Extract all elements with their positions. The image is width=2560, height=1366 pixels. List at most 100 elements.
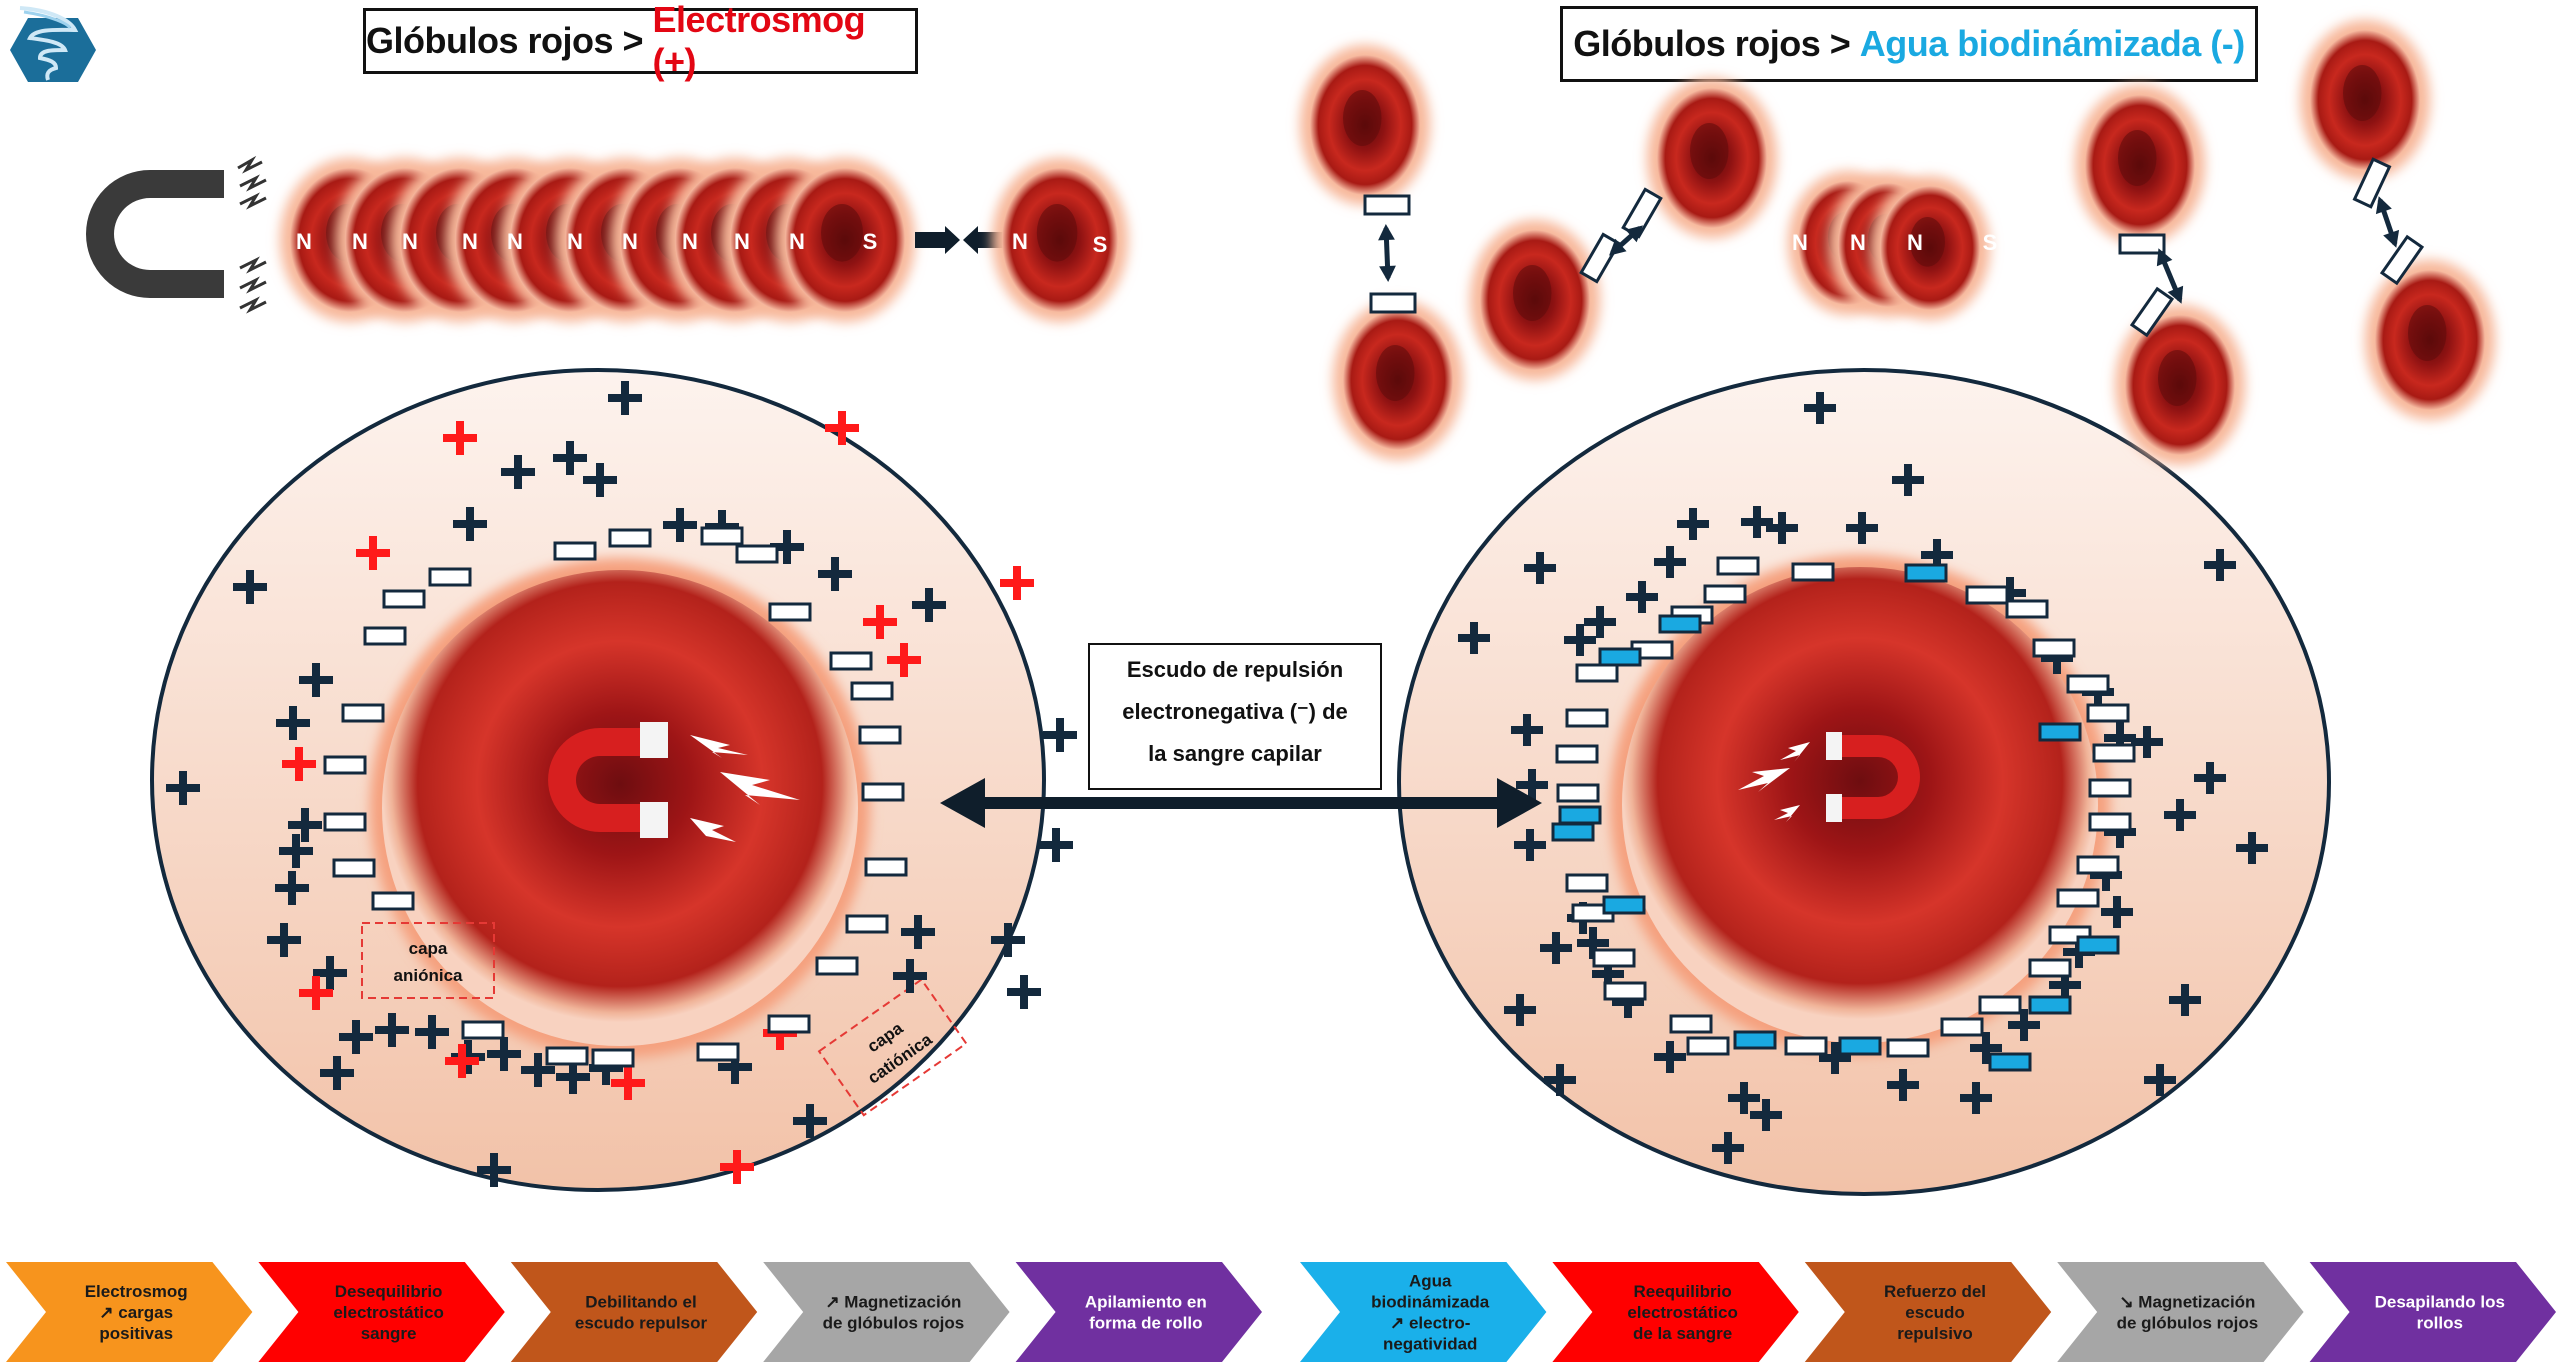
positive-charge-icon <box>1592 958 1624 990</box>
positive-charge-icon <box>1750 1099 1782 1131</box>
positive-charge-icon <box>299 976 333 1010</box>
positive-charge-icon <box>166 771 200 805</box>
negative-charge-icon <box>1886 1038 1930 1058</box>
positive-charge-icon <box>320 1056 354 1090</box>
pole-letter: S <box>863 229 878 254</box>
negative-charge-icon <box>1988 1052 2032 1072</box>
negative-charge-icon <box>553 541 597 561</box>
negative-charge-icon <box>371 891 415 911</box>
process-chevron <box>1300 1262 1547 1362</box>
shield-description-line3: la sangre capilar <box>1148 741 1322 766</box>
positive-charge-icon <box>2049 969 2081 1001</box>
negative-charge-icon <box>2028 995 2072 1015</box>
negative-charge-icon <box>815 956 859 976</box>
negative-charge-icon <box>1978 995 2022 1015</box>
negative-charge-icon <box>1363 194 1411 216</box>
positive-charge-icon <box>313 956 347 990</box>
positive-charge-icon <box>863 605 897 639</box>
positive-charge-icon <box>611 1066 645 1100</box>
negative-charge-icon <box>545 1046 589 1066</box>
negative-charge-icon <box>1558 805 1602 825</box>
process-step-label: Desequilibrio <box>335 1282 443 1301</box>
positive-charge-icon <box>556 1060 590 1094</box>
negative-charge-icon <box>735 544 779 564</box>
process-chevron <box>2309 1262 2556 1362</box>
positive-charge-icon <box>663 508 697 542</box>
negative-charge-icon <box>428 567 472 587</box>
negative-charge-icon <box>1565 708 1609 728</box>
pole-letter: N <box>462 229 478 254</box>
stacked-red-cell <box>1870 176 1990 320</box>
negative-charge-icon <box>1733 1030 1777 1050</box>
left-title-prefix: Glóbulos rojos > <box>366 20 653 61</box>
positive-charge-icon <box>2008 1009 2040 1041</box>
positive-charge-icon <box>1887 1069 1919 1101</box>
negative-charge-icon <box>829 651 873 671</box>
right-circle-charges <box>1458 392 2268 1164</box>
process-step-label: electrostático <box>333 1303 444 1322</box>
positive-charge-icon <box>1626 581 1658 613</box>
positive-charge-icon <box>1819 1042 1851 1074</box>
positive-charge-icon <box>1804 392 1836 424</box>
positive-charge-icon <box>1039 828 1073 862</box>
positive-charge-icon <box>770 530 804 564</box>
negative-charge-icon <box>2129 286 2175 338</box>
pole-letter: N <box>1792 230 1808 255</box>
process-step-label: de glóbulos rojos <box>823 1314 965 1333</box>
negative-charge-icon <box>1716 556 1760 576</box>
process-step-label: Refuerzo del <box>1884 1282 1986 1301</box>
positive-charge-icon <box>1728 1082 1760 1114</box>
positive-charge-icon <box>2164 799 2196 831</box>
positive-charge-icon <box>279 834 313 868</box>
negative-charge-icon <box>591 1048 635 1068</box>
free-red-cell <box>2115 305 2245 465</box>
free-red-cell <box>1300 45 1430 205</box>
negative-charge-icon <box>2028 958 2072 978</box>
positive-charge-icon <box>825 411 859 445</box>
negative-charge-icon <box>850 681 894 701</box>
negative-charge-icon <box>461 1020 505 1040</box>
process-chevron <box>763 1262 1010 1362</box>
positive-charge-icon <box>487 1037 521 1071</box>
single-red-cell <box>992 158 1128 322</box>
process-chevron <box>1804 1262 2052 1362</box>
negative-charge-icon <box>1686 1036 1730 1056</box>
free-red-cell <box>2365 260 2495 420</box>
negative-charge-icon <box>1784 1036 1828 1056</box>
positive-charge-icon <box>553 441 587 475</box>
positive-charge-icon <box>501 455 535 489</box>
shield-description-line1: Escudo de repulsión <box>1126 657 1344 682</box>
positive-charge-icon <box>445 1044 479 1078</box>
top-right-free-cells <box>1300 20 2495 465</box>
positive-charge-icon <box>1960 1082 1992 1114</box>
negative-charge-icon <box>2032 638 2076 658</box>
repulsion-double-arrow-icon <box>2375 196 2400 248</box>
positive-charge-icon <box>2236 832 2268 864</box>
positive-charge-icon <box>1577 927 1609 959</box>
process-step-label: Agua <box>1409 1272 1452 1291</box>
free-red-cell <box>2075 85 2205 245</box>
positive-charge-icon <box>1007 975 1041 1009</box>
positive-charge-icon <box>1000 566 1034 600</box>
negative-charge-icon <box>332 858 376 878</box>
tornado-hexagon-logo-icon <box>10 6 96 82</box>
process-step-label: electrostático <box>1627 1303 1738 1322</box>
negative-charge-icon <box>767 1014 811 1034</box>
top-right-repulsion-pairs <box>1363 157 2425 338</box>
process-step-label: escudo repulsor <box>575 1314 708 1333</box>
negative-charge-icon <box>2076 855 2120 875</box>
negative-charge-icon <box>608 528 652 548</box>
process-step-label: rollos <box>2417 1314 2463 1333</box>
process-step-label: forma de rollo <box>1089 1314 1202 1333</box>
negative-charge-icon <box>1791 562 1835 582</box>
negative-charge-icon <box>864 857 908 877</box>
positive-charge-icon <box>887 643 921 677</box>
positive-charge-icon <box>1514 829 1546 861</box>
left-cell-magnet-icon <box>548 722 800 845</box>
